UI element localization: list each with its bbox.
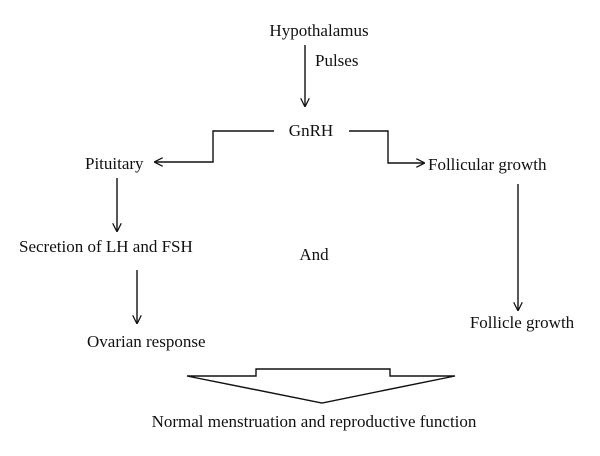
node-gnrh: GnRH: [288, 121, 334, 140]
label-and: And: [299, 245, 329, 264]
node-secretion-lh-fsh: Secretion of LH and FSH: [19, 237, 193, 256]
node-normal-menstruation: Normal menstruation and reproductive fun…: [151, 412, 477, 431]
node-follicular-growth: Follicular growth: [428, 155, 547, 174]
arrow-gnrh-to-pituitary: [155, 130, 274, 162]
node-follicle-growth: Follicle growth: [469, 313, 575, 332]
node-ovarian-response: Ovarian response: [87, 332, 206, 351]
arrow-gnrh-to-follicular-growth: [349, 130, 424, 163]
label-pulses: Pulses: [315, 51, 359, 70]
converging-outcome-arrow: [186, 368, 456, 404]
node-pituitary: Pituitary: [85, 154, 144, 173]
node-hypothalamus: Hypothalamus: [269, 21, 369, 40]
